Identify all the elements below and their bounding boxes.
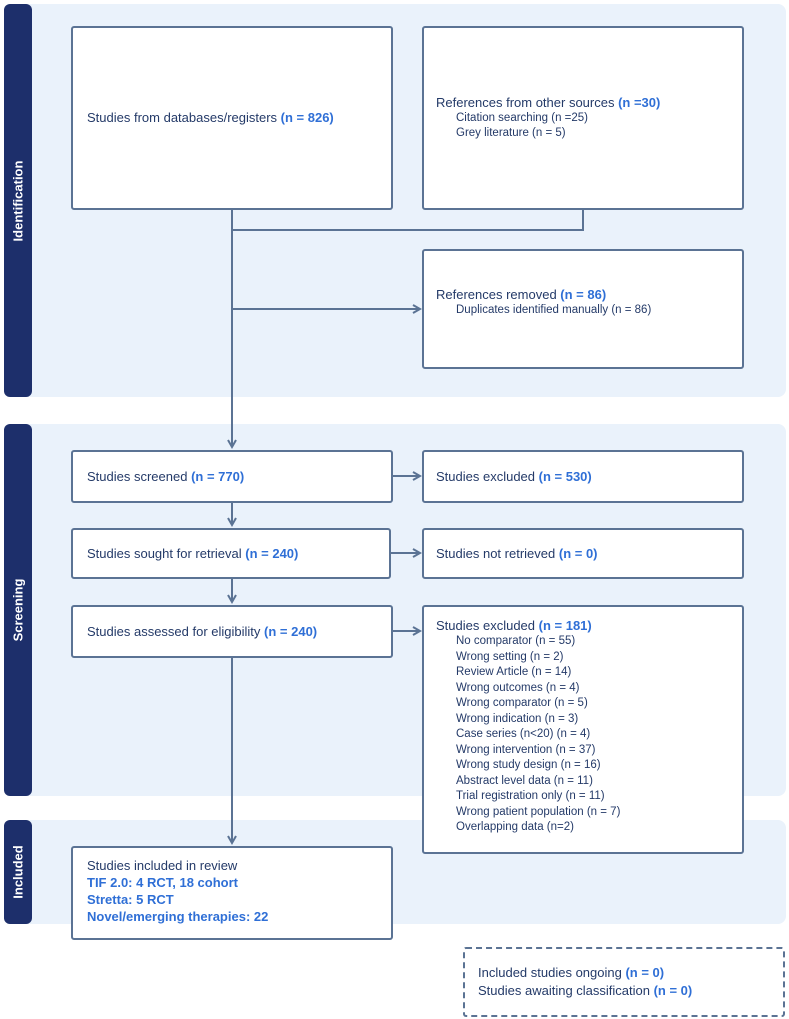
box-not-retrieved: Studies not retrieved (n = 0) [422,528,744,579]
ongoing-label: Included studies ongoing [478,965,626,980]
screened-count: (n = 770) [191,468,245,484]
not-retrieved-label: Studies not retrieved [436,545,559,561]
excluded-screen-count: (n = 530) [538,468,592,484]
databases-text: Studies from databases/registers (n = 82… [87,110,377,126]
exclusion-reason: Wrong intervention (n = 37) [456,743,596,756]
box-included: Studies included in review TIF 2.0: 4 RC… [71,846,393,940]
sought-text: Studies sought for retrieval (n = 240) [87,546,375,562]
stage-screening: Screening [4,424,32,796]
awaiting-count: (n = 0) [653,983,693,998]
stage-included: Included [4,820,32,924]
exclusion-reason: Wrong patient population (n = 7) [456,805,621,818]
databases-count: (n = 826) [280,110,334,125]
excluded-screen-text: Studies excluded (n = 530) [436,469,730,485]
assessed-label: Studies assessed for eligibility [87,623,265,639]
other-sources-item-grey: Grey literature (n = 5) [456,127,566,139]
exclusion-reason: Review Article (n = 14) [456,666,572,678]
box-excluded-screen: Studies excluded (n = 530) [422,450,744,503]
exclusion-reason: Wrong outcomes (n = 4) [456,681,580,694]
excluded-eligibility-label: Studies excluded [436,618,539,633]
box-ongoing-awaiting: Included studies ongoing (n = 0) Studies… [463,947,785,1017]
removed-text: References removed (n = 86) [436,287,730,303]
exclusion-reason: Wrong indication (n = 3) [456,712,579,725]
exclusion-reason: Trial registration only (n = 11) [456,790,605,802]
box-assessed: Studies assessed for eligibility (n = 24… [71,605,393,658]
exclusion-reason: Wrong study design (n = 16) [456,759,601,771]
excluded-eligibility-text: Studies excluded (n = 181) [436,618,730,634]
removed-count: (n = 86) [560,287,607,302]
included-line-tif: TIF 2.0: 4 RCT, 18 cohort [87,875,238,890]
connector-merge [231,210,584,231]
assessed-count: (n = 240) [264,623,318,639]
ongoing-text: Included studies ongoing (n = 0) [478,964,770,982]
excluded-screen-label: Studies excluded [436,468,539,484]
sought-count: (n = 240) [245,545,299,561]
included-label: Studies included in review [87,858,238,873]
exclusion-reason: Wrong setting (n = 2) [456,650,564,663]
exclusion-reason: Case series (n<20) (n = 4) [456,728,591,740]
awaiting-label: Studies awaiting classification [478,983,654,998]
sought-label: Studies sought for retrieval [87,545,246,561]
exclusion-reason: No comparator (n = 55) [456,635,576,647]
included-line-stretta: Stretta: 5 RCT [87,892,174,907]
exclusion-reason: Abstract level data (n = 11) [456,774,593,787]
screened-text: Studies screened (n = 770) [87,469,377,485]
exclusion-reason: Overlapping data (n=2) [456,821,574,833]
other-sources-count: (n =30) [618,94,661,110]
awaiting-text: Studies awaiting classification (n = 0) [478,982,770,1000]
excluded-eligibility-count: (n = 181) [538,618,592,633]
box-screened: Studies screened (n = 770) [71,450,393,503]
databases-label: Studies from databases/registers [87,110,281,125]
box-databases: Studies from databases/registers (n = 82… [71,26,393,210]
screened-label: Studies screened [87,468,192,484]
removed-item-duplicates: Duplicates identified manually (n = 86) [456,304,652,316]
assessed-text: Studies assessed for eligibility (n = 24… [87,624,377,640]
box-sought: Studies sought for retrieval (n = 240) [71,528,391,579]
other-sources-text: References from other sources (n =30) [436,95,730,111]
not-retrieved-count: (n = 0) [558,545,598,561]
other-sources-item-citation: Citation searching (n =25) [456,111,589,124]
box-excluded-eligibility: Studies excluded (n = 181) No comparator… [422,605,744,854]
ongoing-count: (n = 0) [625,965,665,980]
box-other-sources: References from other sources (n =30) Ci… [422,26,744,210]
not-retrieved-text: Studies not retrieved (n = 0) [436,546,730,562]
box-references-removed: References removed (n = 86) Duplicates i… [422,249,744,369]
included-line-novel: Novel/emerging therapies: 22 [87,909,269,924]
exclusion-reason: Wrong comparator (n = 5) [456,697,588,709]
other-sources-label: References from other sources [436,94,619,110]
removed-label: References removed [436,287,561,302]
stage-identification: Identification [4,4,32,397]
